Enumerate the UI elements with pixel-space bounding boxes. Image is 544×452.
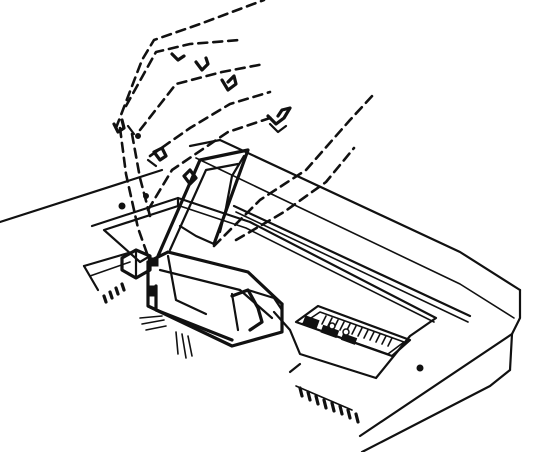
chassis-outline [0, 138, 522, 452]
hand-marks [112, 52, 292, 168]
front-ribs [288, 362, 360, 424]
carriage-assembly [120, 248, 284, 359]
screw-holes [118, 193, 424, 372]
scale-window [294, 304, 412, 358]
open-lid [156, 148, 250, 258]
motion-paths [114, 0, 376, 264]
left-panel [82, 250, 134, 304]
tray-recess [90, 196, 472, 380]
